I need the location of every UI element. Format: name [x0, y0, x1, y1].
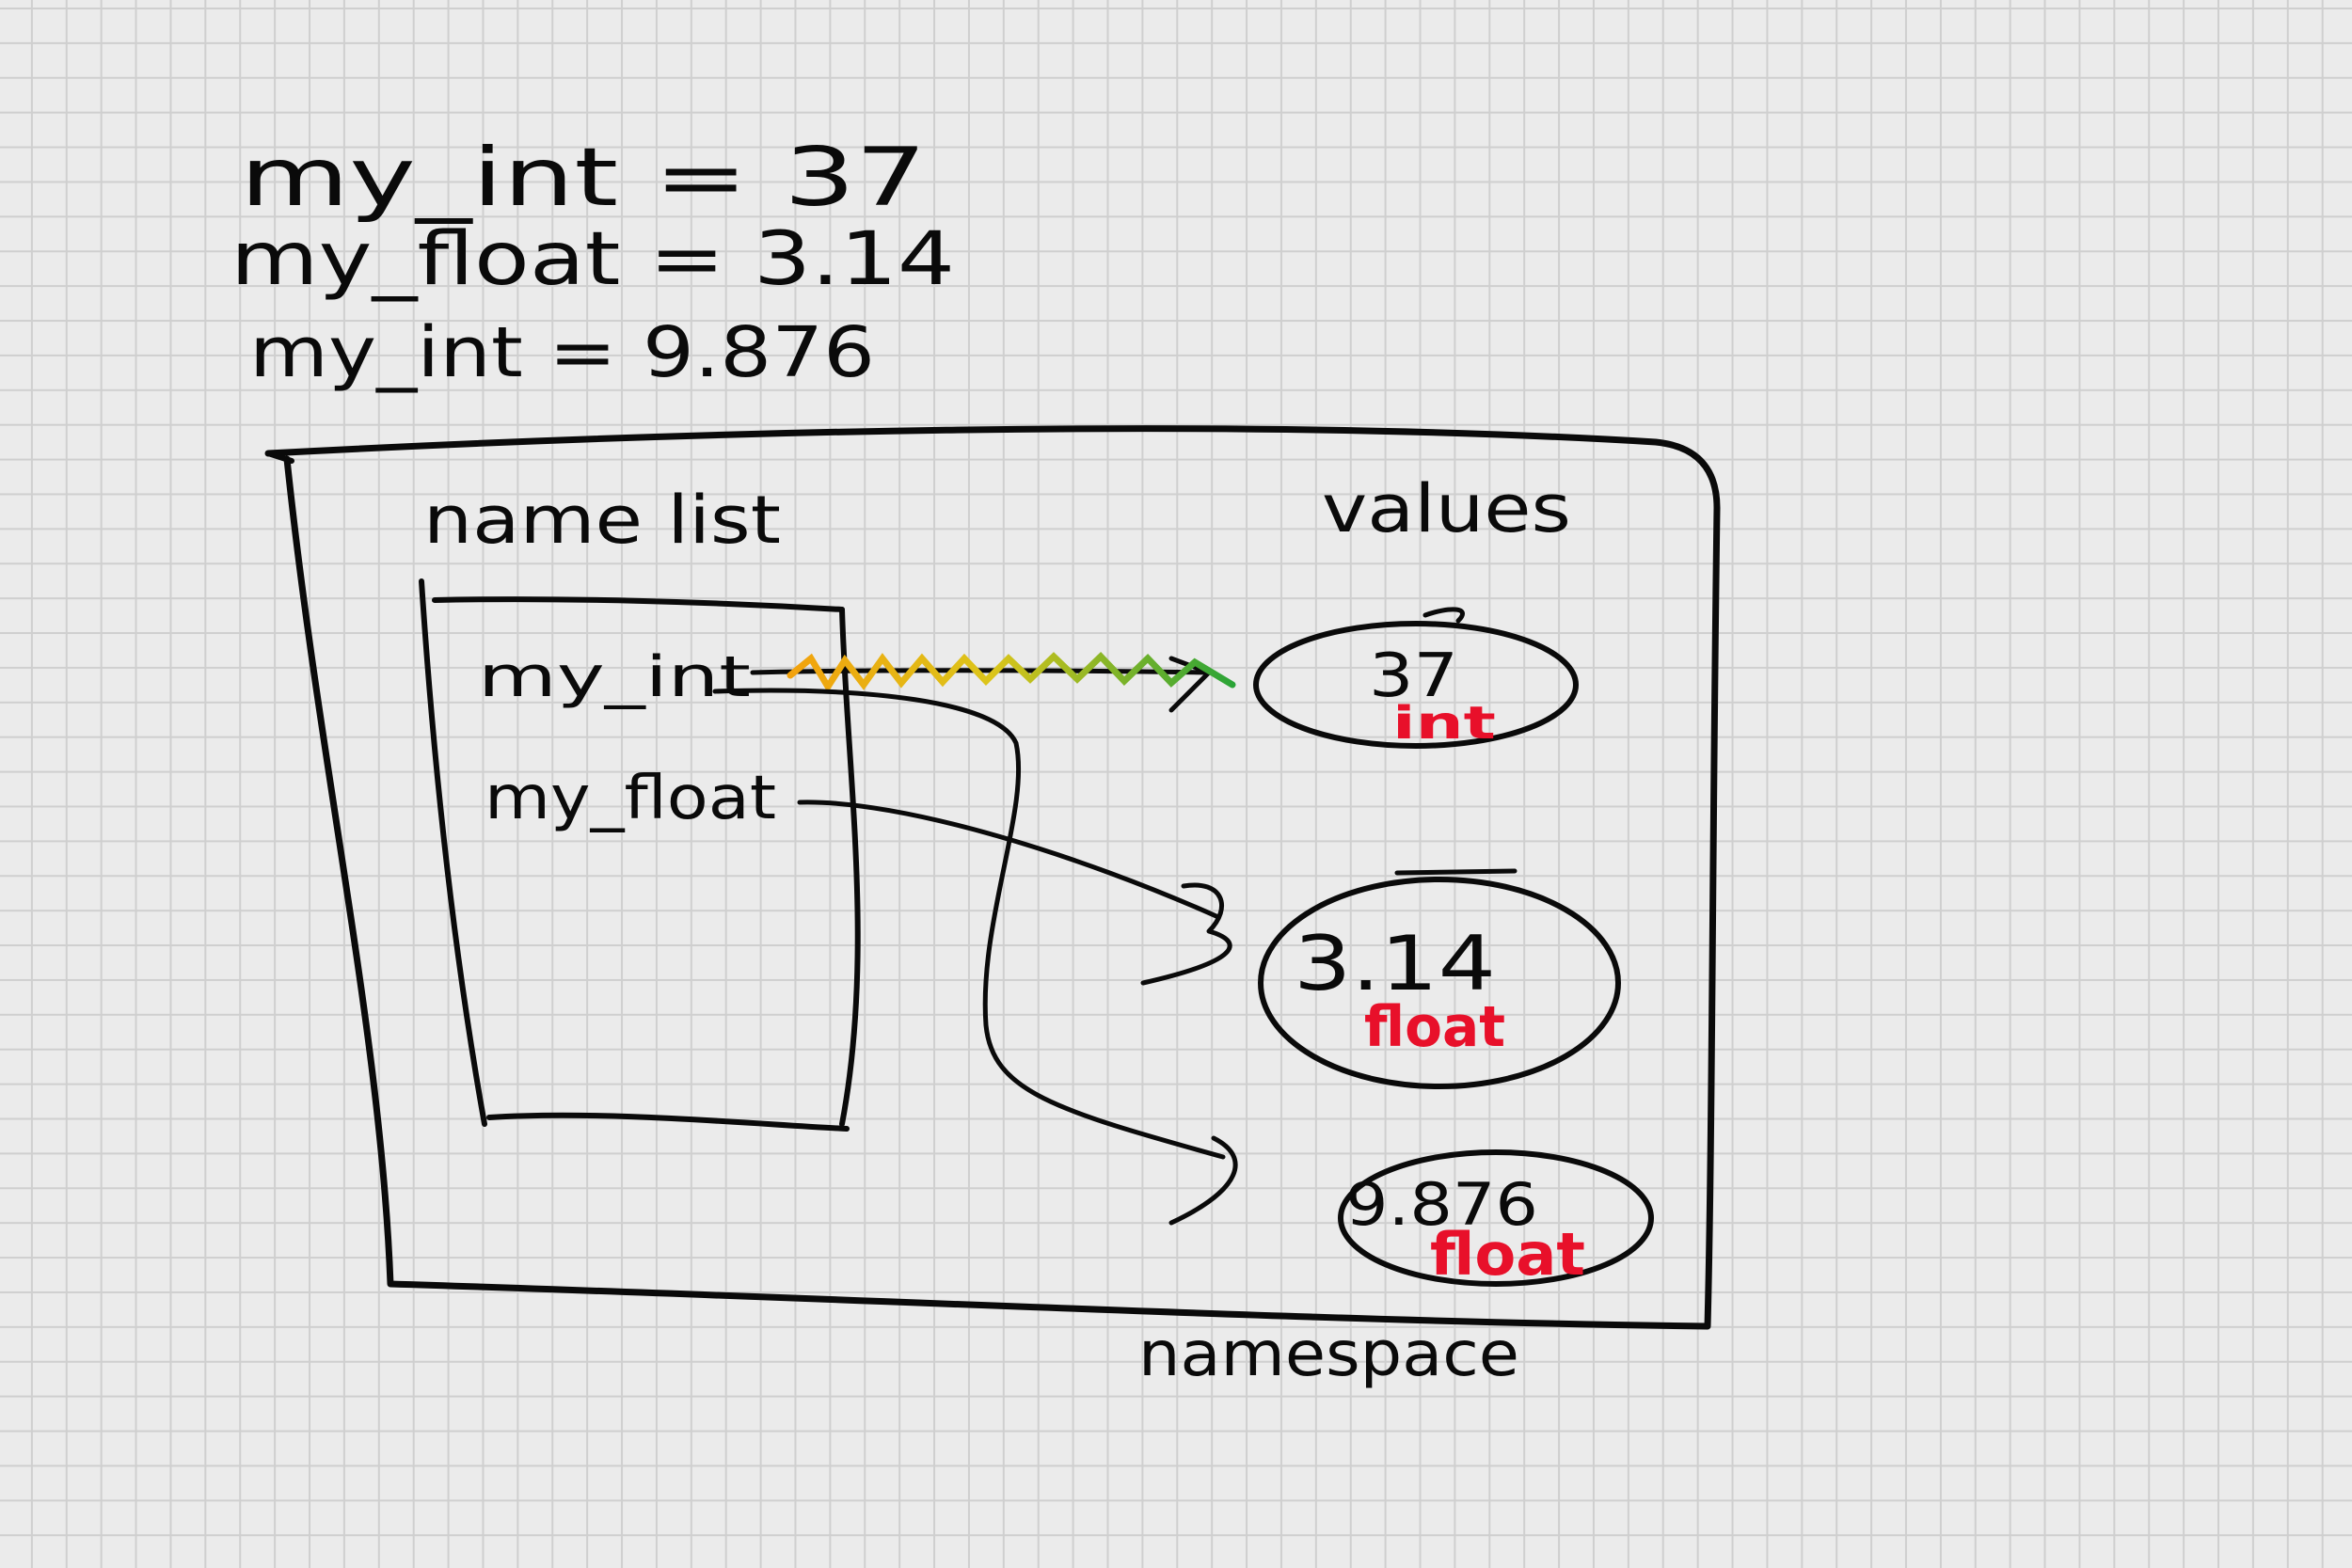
type-float-2: float [1430, 1220, 1585, 1289]
value-oval-9876 [1338, 1149, 1654, 1287]
gradient-squiggle [787, 652, 1236, 693]
value-oval-314 [1258, 877, 1621, 1089]
value-9876: 9.876 [1345, 1170, 1538, 1239]
arrow-my-float-to-314 [797, 800, 1221, 920]
name-list-title: name list [423, 482, 781, 559]
name-list-box [419, 578, 487, 1127]
code-line-2: my_float = 3.14 [230, 217, 955, 302]
values-title: values [1322, 470, 1571, 547]
code-line-1: my_int = 37 [240, 131, 927, 225]
arrow-my-int-to-9876 [712, 688, 1226, 1160]
value-37: 37 [1369, 641, 1458, 711]
type-int: int [1392, 697, 1496, 750]
type-float-1: float [1364, 994, 1505, 1060]
namespace-box [264, 425, 1721, 1330]
name-my-int: my_int [478, 644, 751, 710]
code-line-3: my_int = 9.876 [249, 312, 875, 393]
value-314: 3.14 [1294, 920, 1496, 1007]
namespace-label: namespace [1138, 1318, 1519, 1390]
value-oval-37 [1253, 621, 1579, 749]
name-my-float: my_float [485, 764, 776, 833]
